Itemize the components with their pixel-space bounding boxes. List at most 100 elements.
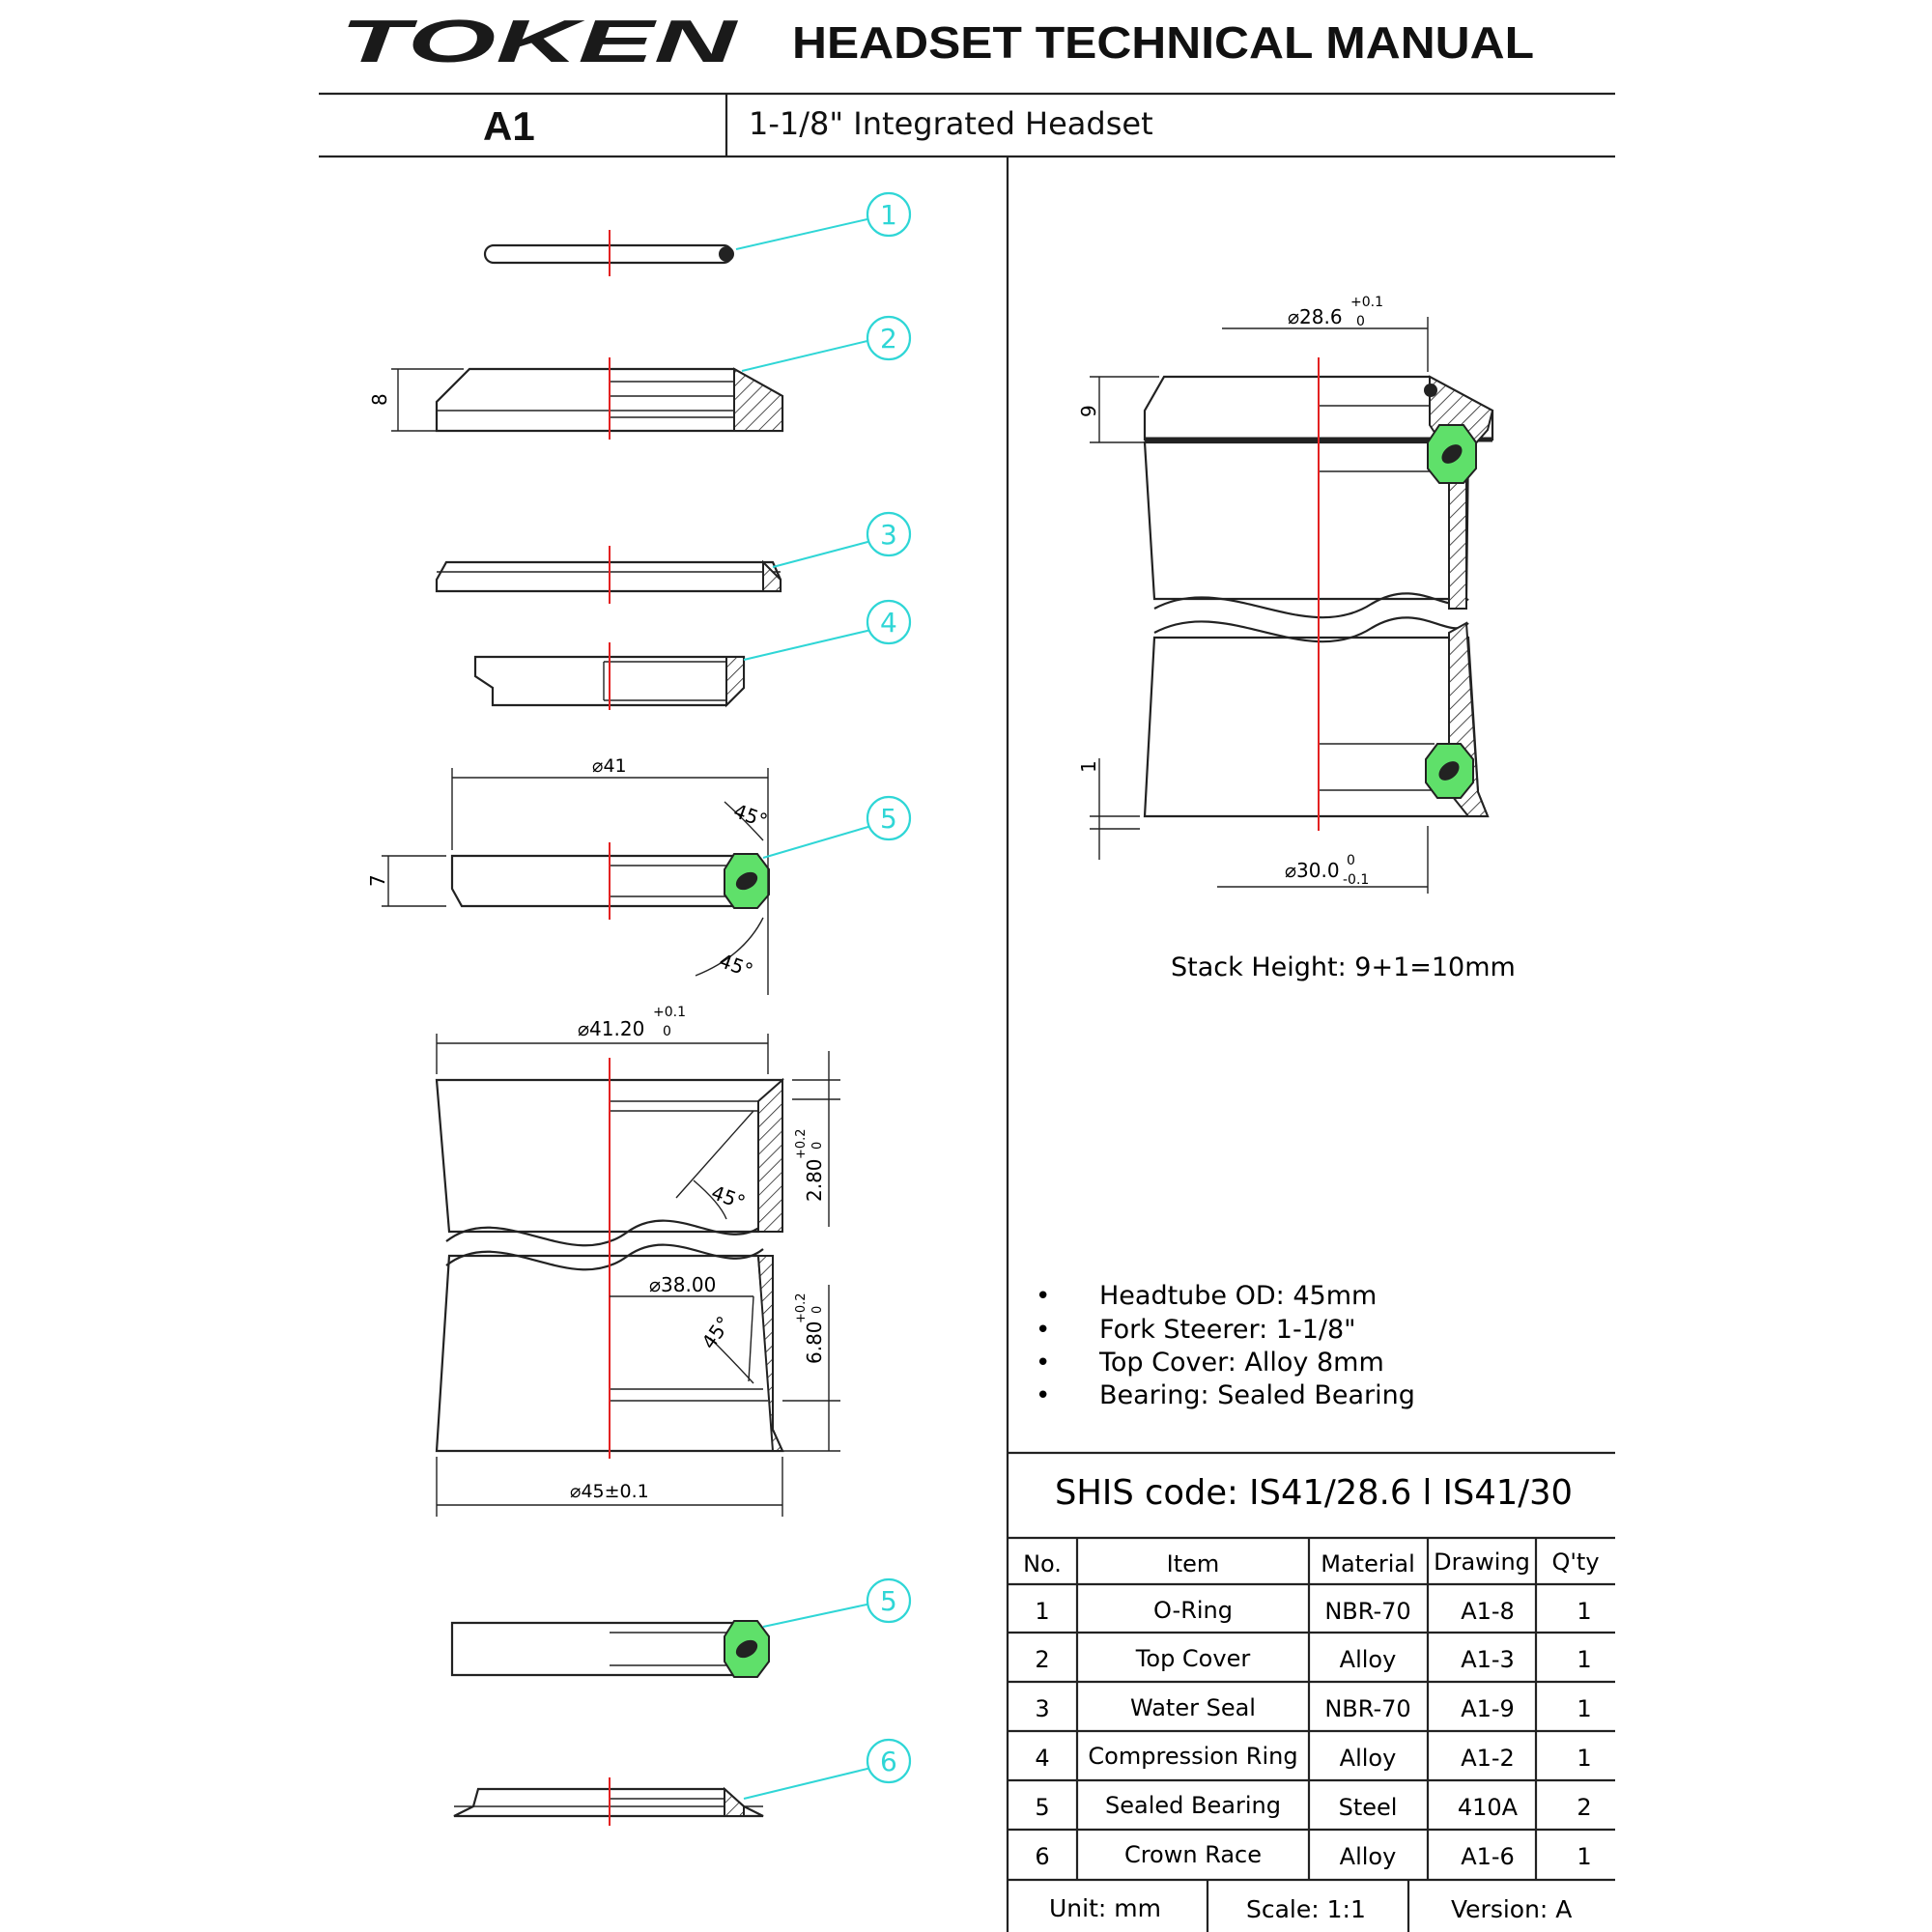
callout-5a: 5 bbox=[880, 803, 897, 835]
assembly-section: ⌀28.6 +0.1 0 9 1 ⌀30.0 0 -0.1 bbox=[1077, 295, 1494, 894]
dim-steerer-bottom-tol-zero: 0 bbox=[1347, 853, 1355, 868]
header: TOKEN HEADSET TECHNICAL MANUAL A1 1-1/8"… bbox=[319, 9, 1615, 158]
dim-cup-depth-upper: 2.80 bbox=[803, 1158, 826, 1202]
dim-cup-tol-zero: 0 bbox=[663, 1024, 671, 1039]
part-crown-race bbox=[453, 1777, 764, 1826]
callout-bubble-4 bbox=[866, 599, 912, 645]
spec-bullet: • bbox=[1036, 1316, 1050, 1345]
part-water-seal bbox=[435, 546, 782, 604]
table-cell: Sealed Bearing bbox=[1105, 1792, 1281, 1819]
th-item: Item bbox=[1167, 1550, 1220, 1577]
dim-stack-bottom: 1 bbox=[1077, 760, 1100, 773]
dim-steerer-bottom: ⌀30.0 bbox=[1285, 859, 1340, 882]
table-cell: 1 bbox=[1577, 1646, 1591, 1673]
dim-steerer-top-tol-zero: 0 bbox=[1356, 314, 1365, 329]
spec-bullet: • bbox=[1036, 1282, 1050, 1311]
th-material: Material bbox=[1321, 1550, 1415, 1577]
dim-bearing-diameter: ⌀41 bbox=[592, 755, 627, 777]
spec-bullet: • bbox=[1036, 1381, 1050, 1410]
th-no: No. bbox=[1023, 1550, 1062, 1577]
table-cell: 5 bbox=[1035, 1794, 1049, 1821]
table-cell: 3 bbox=[1035, 1695, 1049, 1722]
dim-cup-depth-upper-tol-zero: 0 bbox=[810, 1142, 825, 1150]
spec-item: Headtube OD: 45mm bbox=[1099, 1281, 1377, 1311]
headtube-section: ⌀41.20 +0.1 0 45° 2.80 +0.2 0 ⌀38.00 45° bbox=[435, 1005, 840, 1517]
dim-bearing-angle-top: 45° bbox=[730, 799, 771, 833]
table-cell: O-Ring bbox=[1153, 1597, 1233, 1624]
stack-height: Stack Height: 9+1=10mm bbox=[1171, 952, 1516, 982]
table-cell: 2 bbox=[1577, 1794, 1591, 1821]
model-code: A1 bbox=[483, 103, 535, 149]
table-cell: Alloy bbox=[1340, 1646, 1397, 1673]
table-cell: NBR-70 bbox=[1324, 1598, 1410, 1625]
table-cell: A1-9 bbox=[1461, 1695, 1515, 1722]
footer-unit: Unit: mm bbox=[1049, 1894, 1161, 1922]
callout-bubble-5a bbox=[866, 795, 912, 841]
table-cell: 1 bbox=[1577, 1745, 1591, 1772]
callout-6: 6 bbox=[880, 1746, 897, 1777]
callout-bubble-5b bbox=[866, 1577, 912, 1624]
table-cell: A1-2 bbox=[1461, 1745, 1515, 1772]
spec-item: Top Cover: Alloy 8mm bbox=[1098, 1348, 1384, 1378]
footer-version: Version: A bbox=[1451, 1895, 1572, 1923]
callout-4: 4 bbox=[880, 607, 897, 639]
parts-table: SHIS code: IS41/28.6 l IS41/30 No. Item … bbox=[1008, 1451, 1615, 1882]
footer-scale: Scale: 1:1 bbox=[1246, 1895, 1366, 1923]
brand-logo: TOKEN bbox=[340, 9, 738, 75]
table-cell: 2 bbox=[1035, 1646, 1049, 1673]
callout-bubble-1 bbox=[866, 191, 912, 238]
table-cell: Top Cover bbox=[1135, 1645, 1251, 1672]
dim-bearing-height: 7 bbox=[366, 874, 389, 887]
callout-1: 1 bbox=[880, 199, 897, 231]
dim-cup-tol-plus: +0.1 bbox=[653, 1005, 686, 1020]
dim-stack-top: 9 bbox=[1077, 405, 1100, 417]
dim-top-cover-height: 8 bbox=[368, 393, 391, 406]
table-cell: Water Seal bbox=[1130, 1694, 1256, 1721]
table-cell: A1-3 bbox=[1461, 1646, 1515, 1673]
part-compression-ring bbox=[473, 642, 746, 710]
table-cell: A1-8 bbox=[1461, 1598, 1515, 1625]
shis-code: SHIS code: IS41/28.6 l IS41/30 bbox=[1055, 1473, 1573, 1513]
manual-title: HEADSET TECHNICAL MANUAL bbox=[792, 17, 1534, 68]
callout-3: 3 bbox=[880, 519, 897, 551]
table-cell: A1-6 bbox=[1461, 1843, 1515, 1870]
model-subtitle: 1-1/8" Integrated Headset bbox=[749, 105, 1153, 142]
table-cell: Compression Ring bbox=[1088, 1743, 1297, 1770]
callout-bubble-3 bbox=[866, 511, 912, 557]
callout-2: 2 bbox=[880, 323, 897, 355]
exploded-view: 8 ⌀41 bbox=[366, 191, 912, 1826]
dim-steerer-bottom-tol-minus: -0.1 bbox=[1343, 872, 1369, 888]
part-sealed-bearing-lower bbox=[450, 1620, 770, 1678]
spec-item: Bearing: Sealed Bearing bbox=[1099, 1380, 1415, 1410]
part-top-cover: 8 bbox=[368, 357, 784, 440]
table-cell: Alloy bbox=[1340, 1745, 1397, 1772]
dim-cup-depth-lower: 6.80 bbox=[803, 1321, 826, 1364]
spec-item: Fork Steerer: 1-1/8" bbox=[1099, 1315, 1356, 1345]
table-cell: 410A bbox=[1458, 1794, 1519, 1821]
dim-cup-angle-upper: 45° bbox=[708, 1180, 749, 1214]
dim-cup-depth-lower-tol-zero: 0 bbox=[810, 1306, 825, 1314]
table-cell: Crown Race bbox=[1124, 1841, 1262, 1868]
callouts: 1 2 3 4 5 5 6 bbox=[735, 191, 912, 1800]
table-cell: 4 bbox=[1035, 1745, 1049, 1772]
dim-steerer-top: ⌀28.6 bbox=[1288, 305, 1343, 328]
dim-inner-diameter: ⌀38.00 bbox=[649, 1273, 716, 1296]
table-cell: 1 bbox=[1577, 1695, 1591, 1722]
part-sealed-bearing-upper: ⌀41 45° 45° 7 bbox=[366, 755, 771, 995]
table-cell: Steel bbox=[1339, 1794, 1398, 1821]
dim-cup-depth-lower-tol-plus: +0.2 bbox=[794, 1293, 809, 1323]
callout-bubble-6 bbox=[866, 1738, 912, 1784]
dim-steerer-top-tol-plus: +0.1 bbox=[1350, 295, 1383, 310]
dim-cup-angle-lower: 45° bbox=[696, 1312, 735, 1353]
table-cell: 6 bbox=[1035, 1843, 1049, 1870]
dim-outer-diameter: ⌀45±0.1 bbox=[570, 1481, 649, 1502]
th-drawing: Drawing bbox=[1434, 1548, 1530, 1576]
spec-list: • Headtube OD: 45mm • Fork Steerer: 1-1/… bbox=[1036, 1281, 1415, 1410]
table-cell: 1 bbox=[1577, 1598, 1591, 1625]
dim-cup-diameter: ⌀41.20 bbox=[578, 1017, 644, 1040]
part-o-ring bbox=[483, 230, 734, 276]
dim-bearing-angle-bottom: 45° bbox=[716, 949, 756, 982]
spec-bullet: • bbox=[1036, 1349, 1050, 1378]
dim-cup-depth-upper-tol-plus: +0.2 bbox=[794, 1128, 809, 1159]
